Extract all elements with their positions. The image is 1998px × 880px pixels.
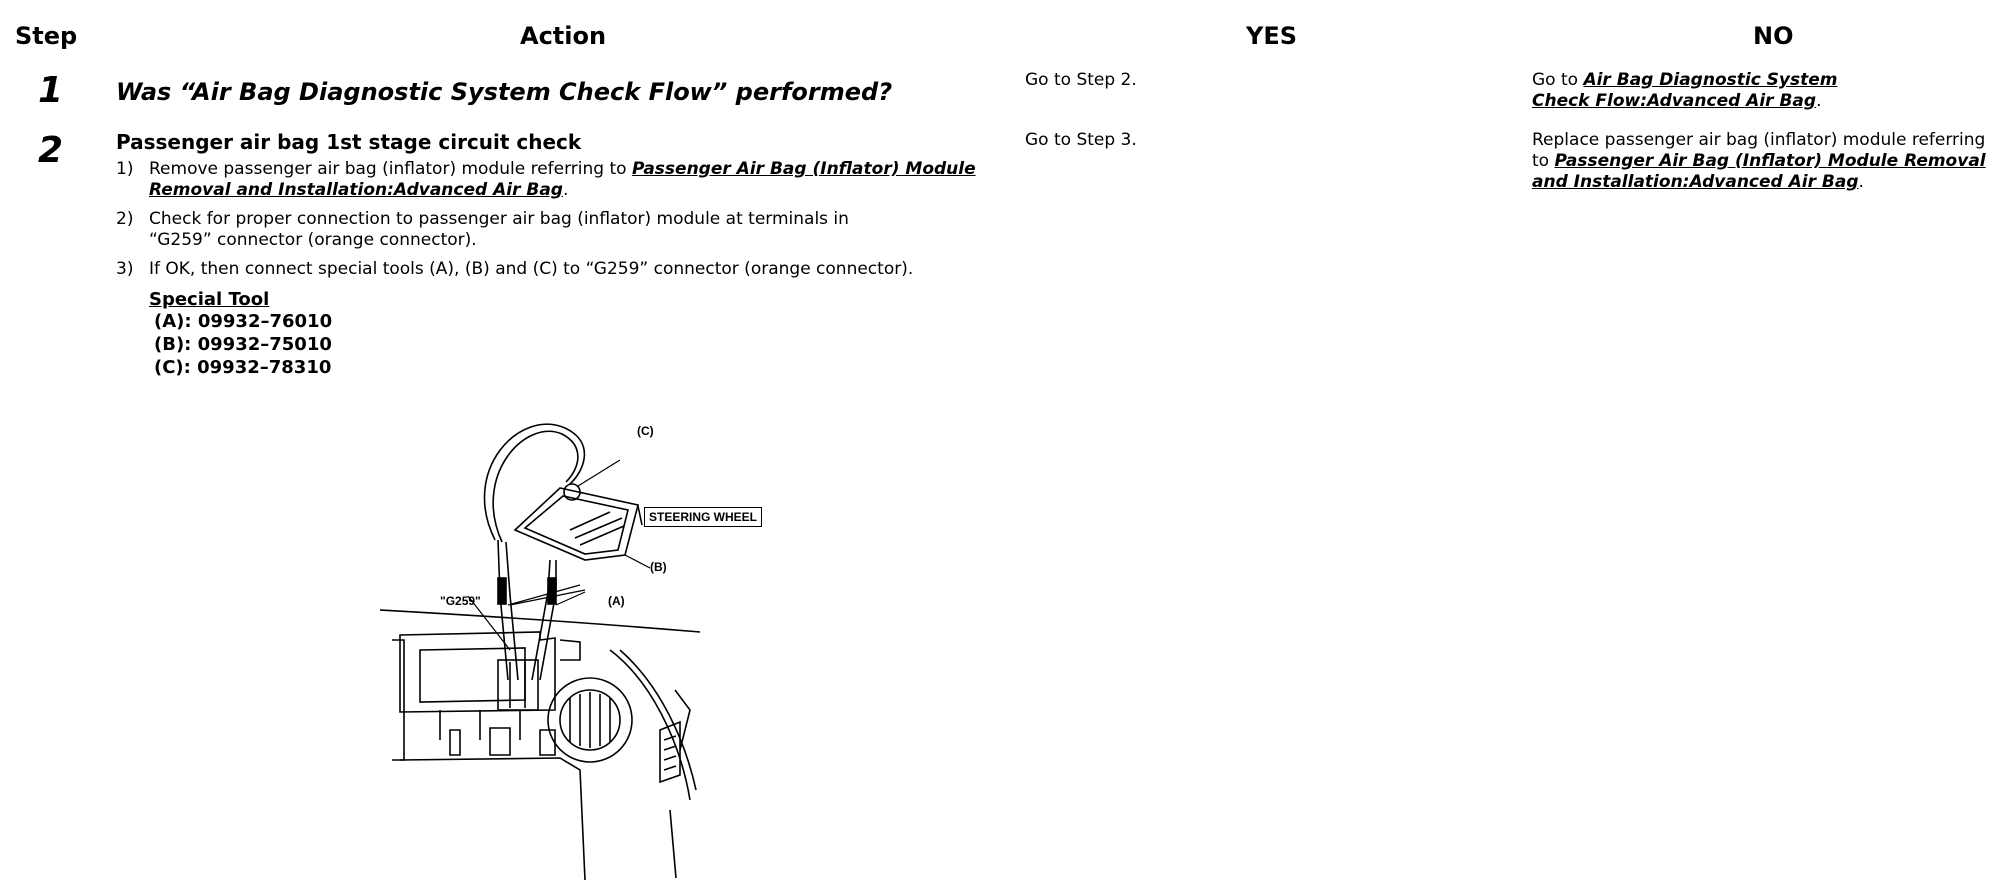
step-1-question: Was “Air Bag Diagnostic System Check Flo… <box>116 78 893 106</box>
special-tool-heading: Special Tool <box>149 289 270 310</box>
header-no: NO <box>1753 22 1794 50</box>
list-item-text: Remove passenger air bag (inflator) modu… <box>149 159 976 200</box>
header-action: Action <box>520 22 607 50</box>
special-tool-connection-figure <box>380 423 701 880</box>
header-step: Step <box>15 22 78 50</box>
procedure-link[interactable]: Passenger Air Bag (Inflator) Module Remo… <box>149 159 976 200</box>
special-tool-item: (B): 09932–75010 <box>154 334 332 355</box>
list-item-number: 3) <box>116 259 134 279</box>
list-item-text: Check for proper connection to passenger… <box>149 209 849 250</box>
step-number-2: 2 <box>38 130 64 171</box>
figure-label-g259: "G259" <box>440 594 481 608</box>
list-item-number: 1) <box>116 159 134 179</box>
list-item-number: 2) <box>116 209 134 229</box>
figure-label-a: (A) <box>608 594 625 608</box>
header-yes: YES <box>1246 22 1298 50</box>
special-tool-block: Special Tool (A): 09932–76010 (B): 09932… <box>149 289 332 379</box>
special-tool-item: (C): 09932–78310 <box>154 357 332 378</box>
list-item: 1) Remove passenger air bag (inflator) m… <box>116 159 1016 201</box>
list-item: 3) If OK, then connect special tools (A)… <box>116 259 1016 280</box>
step-2-no-link[interactable]: Passenger Air Bag (Inflator) Module Remo… <box>1532 151 1986 192</box>
step-number-1: 1 <box>38 70 64 111</box>
step-2-title: Passenger air bag 1st stage circuit chec… <box>116 130 582 154</box>
figure-label-b: (B) <box>650 560 667 574</box>
step-1-yes: Go to Step 2. <box>1025 70 1137 90</box>
step-2-yes: Go to Step 3. <box>1025 130 1137 150</box>
figure-label-steering-wheel: STEERING WHEEL <box>644 507 763 527</box>
list-item: 2) Check for proper connection to passen… <box>116 209 996 251</box>
step-2-no: Replace passenger air bag (inflator) mod… <box>1532 130 1986 192</box>
step-1-no: Go to Air Bag Diagnostic System Check Fl… <box>1532 70 1892 112</box>
special-tool-item: (A): 09932–76010 <box>154 311 333 332</box>
step-1-no-link[interactable]: Air Bag Diagnostic System Check Flow:Adv… <box>1532 70 1838 111</box>
step-1-no-suffix: . <box>1816 91 1822 111</box>
list-item-text: If OK, then connect special tools (A), (… <box>149 259 914 279</box>
step-2-procedure: 1) Remove passenger air bag (inflator) m… <box>116 159 1016 288</box>
step-1-no-prefix: Go to <box>1532 70 1584 90</box>
figure-label-c: (C) <box>637 424 654 438</box>
